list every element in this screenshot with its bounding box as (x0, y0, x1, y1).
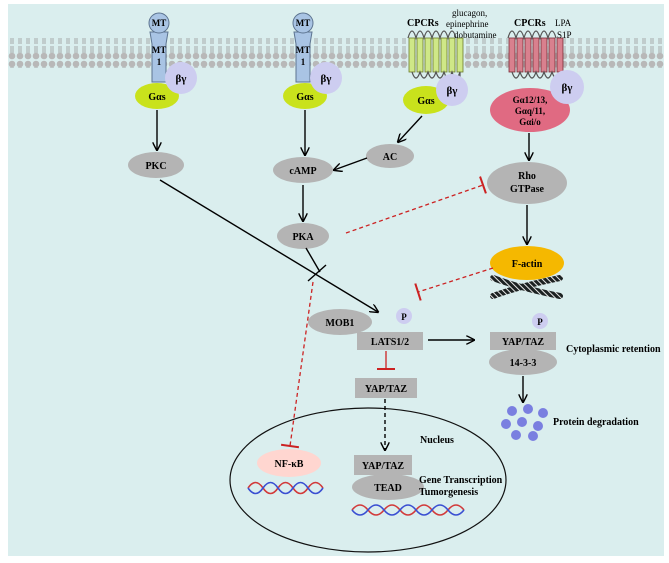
phospho-yap-label: P (537, 317, 543, 327)
mt-body-label-middle: MT (296, 45, 311, 55)
f-actin-label: F-actin (512, 259, 543, 270)
mob1-node (308, 309, 372, 335)
tead-label: TEAD (374, 483, 402, 494)
mt-body-label-left: MT (152, 45, 167, 55)
dna-helix-left-icon (247, 481, 324, 495)
cell-membrane (8, 38, 664, 68)
beta-gamma-right (436, 74, 468, 106)
degradation-dots-icon (501, 404, 548, 441)
g12-label-2: Gαq/11, (515, 106, 545, 116)
mt-top-label-left: MT (152, 18, 167, 28)
gpcr-green-receptor (407, 30, 464, 80)
nf-kb-node (257, 449, 321, 477)
nucleus-label: Nucleus (420, 435, 454, 446)
gs-label-right: Gαs (417, 96, 434, 107)
rho-gtpase-node (487, 162, 567, 204)
inhibition-lines (280, 176, 494, 449)
protein-14-3-3-node (489, 349, 557, 375)
arrow-pkc-lats (159, 179, 378, 312)
pka-inhibition-bar (305, 247, 327, 282)
beta-gamma-label-right: βγ (447, 85, 458, 97)
dna-helix-right-icon (351, 504, 465, 516)
beta-gamma-label-middle: βγ (321, 73, 332, 85)
rho-label: Rho (518, 171, 536, 182)
g12-label-3: Gαi/o (519, 117, 541, 127)
camp-label: cAMP (289, 166, 316, 177)
gtpase-label: GTPase (510, 184, 544, 195)
yap-taz-nuclear-label: YAP/TAZ (362, 461, 405, 472)
g12-protein (490, 88, 570, 132)
gpcr-label-green: CPCRs (407, 18, 439, 29)
beta-gamma-middle (310, 62, 342, 94)
yap-taz-nuclear-node (354, 455, 412, 475)
beta-gamma-left (165, 62, 197, 94)
beta-gamma-g12 (550, 70, 584, 104)
camp-node (273, 157, 333, 183)
lats-node (357, 332, 423, 350)
yap-taz-retained-node (490, 332, 556, 350)
mt-sub-label-left: 1 (157, 57, 162, 67)
pkc-node (128, 152, 184, 178)
g12-label-1: Gα12/13, (513, 95, 548, 105)
gpcr-label-red: CPCRs (514, 18, 546, 29)
gs-label-middle: Gαs (296, 92, 313, 103)
ligand-glucagon: glucagon, (452, 8, 487, 18)
ligand-lpa: LPA (555, 18, 572, 28)
phospho-yap (532, 313, 548, 329)
gs-label-left: Gαs (148, 92, 165, 103)
f-actin-icon (490, 275, 563, 299)
pka-label: PKA (292, 232, 314, 243)
gs-protein-left (135, 83, 179, 109)
f-actin-node (490, 246, 564, 280)
nf-kb-label: NF-κB (275, 459, 304, 470)
gpcr-red-receptor (507, 30, 564, 80)
tead-node (352, 474, 424, 500)
protein-14-3-3-label: 14-3-3 (510, 358, 537, 369)
yap-taz-cyto-node (355, 378, 417, 398)
pka-node (277, 223, 329, 249)
phospho-lats (396, 308, 412, 324)
phospho-lats-label: P (401, 312, 407, 322)
yap-taz-cyto-label: YAP/TAZ (365, 384, 408, 395)
ligand-s1p: S1P (557, 30, 572, 40)
mt1-receptor-left: MT MT 1 (148, 12, 170, 83)
tumorgenesis-label: Tumorgenesis (419, 487, 478, 498)
beta-gamma-label-left: βγ (176, 73, 187, 85)
inhibit-factin-lats (414, 267, 494, 301)
mt-sub-label-middle: 1 (301, 57, 306, 67)
mob1-label: MOB1 (326, 318, 355, 329)
nucleus-membrane (229, 407, 507, 553)
protein-degradation-label: Protein degradation (553, 417, 639, 428)
mt1-receptor-middle: MT MT 1 (292, 12, 314, 83)
beta-gamma-label-g12: βγ (562, 82, 573, 94)
yap-taz-retained-label: YAP/TAZ (502, 337, 545, 348)
ligand-dobutamine: dobutamine (454, 30, 497, 40)
arrow-gs-ac (398, 115, 423, 142)
gene-transcription-label: Gene Transcription (419, 475, 503, 486)
cytoplasmic-retention-label: Cytoplasmic retention (566, 344, 661, 355)
inhibit-pka-rho (345, 176, 487, 234)
ac-node (366, 144, 414, 168)
lats-label: LATS1/2 (371, 337, 409, 348)
pkc-label: PKC (145, 161, 166, 172)
ac-label: AC (383, 152, 397, 163)
arrow-ac-camp (334, 157, 368, 170)
ligand-epinephrine: epinephrine (446, 19, 488, 29)
mt-top-label-middle: MT (296, 18, 311, 28)
activation-arrows (157, 110, 529, 450)
